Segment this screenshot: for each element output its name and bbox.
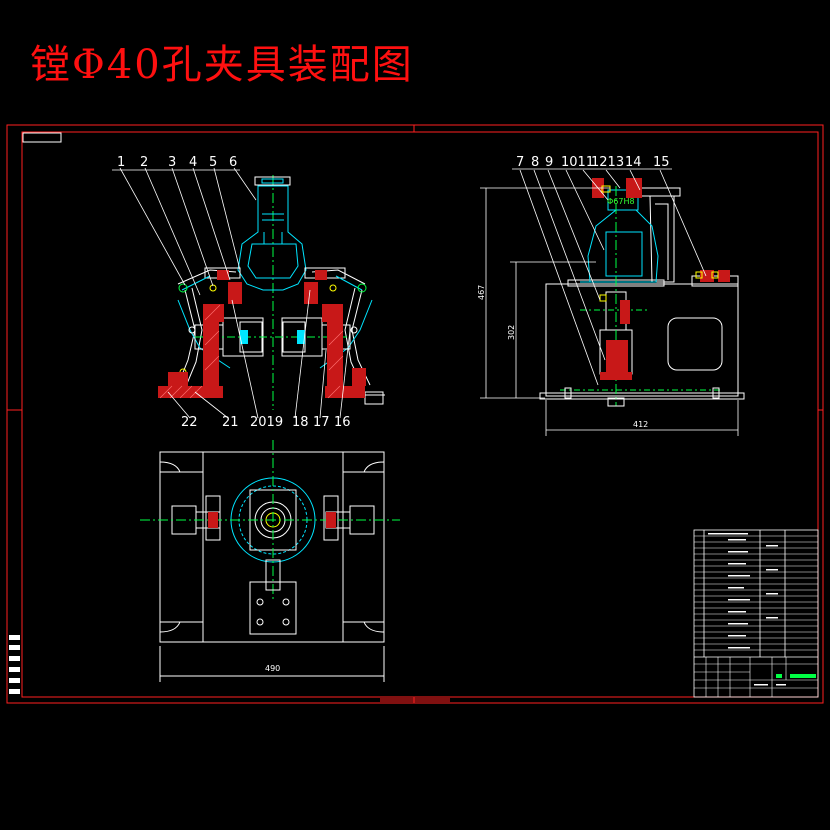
part-number: 4 (189, 155, 197, 170)
part-number: 1 (117, 155, 125, 170)
plan-section (208, 512, 336, 528)
drawing-title: 镗Φ40孔夹具装配图 (30, 42, 414, 88)
drawing-frame (6, 124, 824, 704)
part-number: 1011 (561, 155, 594, 170)
left-margin-strip (9, 635, 20, 694)
part-number: 2 (140, 155, 148, 170)
part-number: 21 (222, 415, 239, 430)
side-accent (599, 185, 719, 302)
part-number: 1213 (591, 155, 624, 170)
title-block-text-marks (708, 533, 786, 686)
title-block-rows (694, 535, 818, 697)
part-number: 14 (625, 155, 642, 170)
side-view (539, 186, 745, 407)
front-part-numbers-bottom: 22 21 2019 18 17 16 (181, 415, 351, 430)
code-box (22, 132, 62, 143)
title-block (693, 529, 819, 698)
side-section (592, 178, 730, 380)
side-leaders (512, 168, 707, 386)
side-dimensions (480, 187, 739, 436)
side-part-numbers: 7 8 9 1011 1213 14 15 (516, 155, 670, 170)
part-number: 5 (209, 155, 217, 170)
title-block-drawing-name (790, 674, 816, 678)
front-section-hatch (159, 304, 344, 399)
part-number: 3 (168, 155, 176, 170)
bottom-scale (380, 698, 450, 702)
dimension-width-plan: 490 (265, 664, 280, 673)
dimension-height-total: 467 (477, 285, 486, 300)
part-number: 6 (229, 155, 237, 170)
part-number: 7 (516, 155, 524, 170)
dimension-width-side: 412 (633, 420, 648, 429)
part-number: 22 (181, 415, 198, 430)
part-number: 9 (545, 155, 553, 170)
dimension-phi: Φ67H8 (607, 197, 635, 206)
part-number: 17 (313, 415, 330, 430)
part-number: 16 (334, 415, 351, 430)
dimension-height-inner: 302 (507, 325, 516, 340)
part-number: 18 (292, 415, 309, 430)
front-part-numbers-top: 1 2 3 4 5 6 (117, 155, 237, 170)
front-leaders (112, 167, 351, 419)
part-number: 8 (531, 155, 539, 170)
part-number: 15 (653, 155, 670, 170)
part-number: 2019 (250, 415, 283, 430)
title-block-mark (776, 674, 782, 678)
plan-view (140, 440, 400, 682)
